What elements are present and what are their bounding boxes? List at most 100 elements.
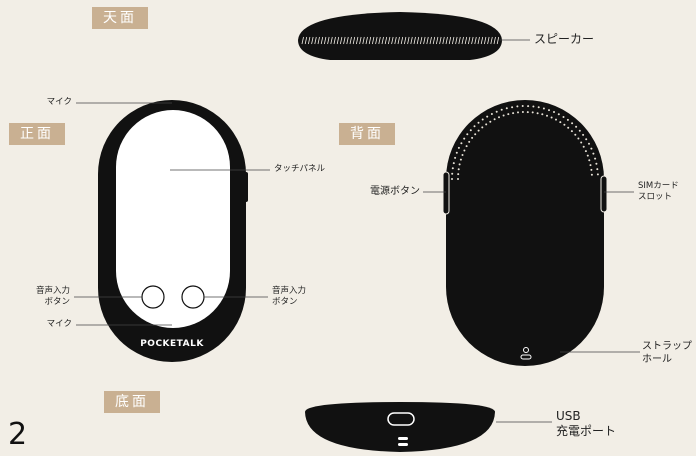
perforation-dot (592, 152, 595, 155)
speaker-tick (496, 36, 500, 45)
perforation-dot (505, 107, 508, 110)
perforation-dot (457, 168, 460, 171)
speaker-tick (324, 36, 327, 45)
perforation-dot (454, 156, 457, 159)
perforation-dot (586, 154, 589, 157)
perforation-dot (580, 141, 583, 144)
perforation-dot (511, 106, 514, 109)
speaker-tick (458, 36, 461, 45)
speaker-tick (336, 36, 340, 45)
perforation-dot (451, 172, 454, 175)
voice-button-left-line2: ボタン (44, 297, 70, 307)
perforation-dot (588, 142, 590, 145)
perforation-dot (559, 121, 562, 124)
voice-button-left-label: 音声入力 ボタン (14, 286, 70, 308)
perforation-dot (489, 120, 492, 123)
voice-button-right-line1: 音声入力 (272, 286, 307, 296)
perforation-dot (485, 123, 488, 126)
speaker-tick (410, 36, 413, 45)
speaker-tick (413, 36, 416, 45)
perforation-dot (502, 114, 505, 117)
speaker-tick (416, 36, 420, 45)
usb-port-line1: USB (556, 409, 581, 423)
perforation-dot (474, 133, 477, 136)
strap-hole-line1: ストラップ (642, 341, 692, 352)
speaker-tick (480, 36, 484, 45)
perforation-dot (596, 173, 599, 176)
perforation-dot (546, 114, 548, 117)
speaker-tick (436, 36, 439, 45)
voice-button-right-label: 音声入力 ボタン (272, 286, 306, 308)
perforation-dot (571, 122, 574, 125)
speaker-tick (381, 36, 384, 45)
perforation-dot (574, 133, 577, 136)
speaker-tick (429, 36, 432, 45)
speaker-tick (304, 36, 308, 45)
strap-hole-bottom (520, 354, 532, 360)
speaker-tick (327, 36, 330, 45)
perforation-dot (541, 113, 544, 116)
perforation-dot (532, 105, 535, 108)
speaker-tick (442, 36, 445, 45)
power-button-label: 電源ボタン (370, 186, 420, 197)
speaker-tick (301, 36, 304, 45)
speaker-tick (487, 36, 490, 45)
perforation-dot (512, 112, 515, 115)
perforation-dot (563, 123, 566, 126)
speaker-tick (375, 36, 378, 45)
speaker-tick (349, 36, 352, 45)
speaker-tick (423, 36, 426, 45)
strap-hole-label: ストラップ ホール (642, 340, 692, 366)
perforation-dot (460, 142, 463, 145)
perforation-dot (596, 168, 599, 171)
speaker-tick (448, 36, 452, 45)
perforation-dot (463, 149, 466, 152)
voice-button-left-line1: 音声入力 (35, 286, 70, 296)
perforation-dot (582, 145, 585, 148)
perforation-dot (536, 112, 539, 115)
perforation-dot (451, 167, 454, 170)
perforation-dot (468, 140, 471, 143)
bottom-slot-1 (398, 437, 408, 440)
perforation-dot (582, 133, 585, 136)
perforation-dot (589, 164, 592, 167)
perforation-dot (590, 147, 593, 150)
usb-port-label: USB 充電ポート (556, 409, 616, 439)
perforation-dot (562, 116, 565, 118)
speaker-label: スピーカー (534, 32, 595, 46)
perforation-dot (481, 118, 484, 121)
perforation-dot (481, 126, 484, 129)
mic-top-label: マイク (46, 97, 72, 107)
perforation-dot (461, 154, 464, 156)
perforation-dot (469, 129, 472, 132)
back-view (442, 100, 608, 366)
speaker-tick (474, 36, 477, 45)
perforation-dot (486, 115, 489, 118)
speaker-tick (308, 36, 311, 45)
perforation-dot (527, 105, 530, 108)
device-back-body (446, 100, 604, 366)
perforation-dot (459, 158, 462, 161)
speaker-tick (484, 36, 487, 45)
section-tag-front: 正面 (9, 123, 65, 145)
perforation-dot (537, 106, 540, 109)
speaker-tick (420, 36, 423, 45)
sim-slot-line2: スロット (638, 192, 673, 202)
speaker-tick (384, 36, 388, 45)
speaker-tick (394, 36, 397, 45)
perforation-dot (466, 133, 469, 136)
speaker-tick (372, 36, 375, 45)
perforation-dot (516, 105, 519, 108)
speaker-tick (317, 36, 320, 45)
sim-slot-line1: SIMカード (638, 181, 679, 191)
perforation-dot (557, 113, 560, 116)
perforation-dot (566, 118, 569, 121)
speaker-tick (471, 36, 474, 45)
speaker-tick (378, 36, 381, 45)
perforation-dot (584, 150, 587, 153)
device-top-silhouette (298, 12, 502, 60)
perforation-dot (477, 129, 480, 132)
front-view: POCKETALK (98, 100, 248, 362)
strap-hole-top (523, 347, 529, 353)
voice-button-right-line2: ボタン (272, 297, 298, 307)
